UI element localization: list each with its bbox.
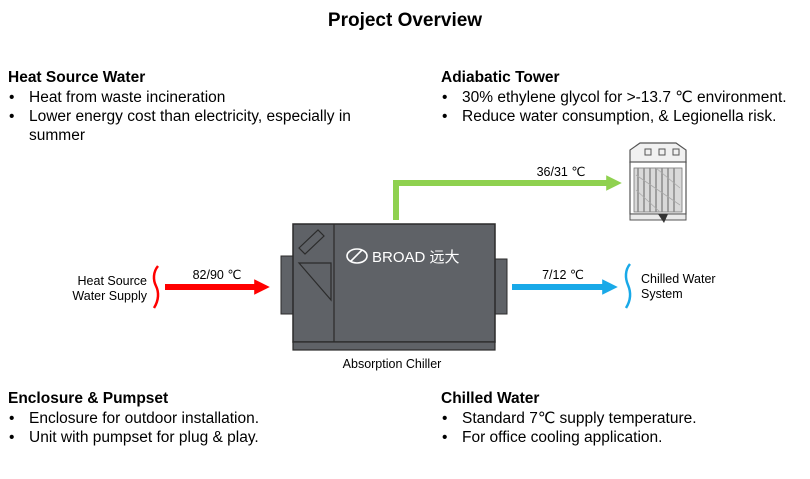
chilled-system-label-line2: System: [641, 287, 683, 301]
bullet-list: Standard 7℃ supply temperature. For offi…: [441, 409, 801, 447]
section-heading: Heat Source Water: [8, 69, 146, 86]
heat-source-bracket-icon: [152, 265, 160, 309]
bullet-item: For office cooling application.: [441, 428, 801, 447]
bullet-item: Lower energy cost than electricity, espe…: [8, 107, 368, 145]
adiabatic-tower-section: Adiabatic Tower 30% ethylene glycol for …: [441, 68, 810, 126]
heat-source-label-line2: Water Supply: [72, 289, 147, 303]
brand-label: BROAD 远大: [372, 249, 460, 266]
page-title: Project Overview: [327, 10, 483, 31]
bullet-list: 30% ethylene glycol for >-13.7 ℃ environ…: [441, 88, 810, 126]
bullet-item: 30% ethylene glycol for >-13.7 ℃ environ…: [441, 88, 810, 107]
chilled-system-bracket-icon: [624, 263, 632, 309]
bullet-item: Unit with pumpset for plug & play.: [8, 428, 368, 447]
section-heading: Chilled Water: [441, 390, 540, 407]
chilled-system-label-line1: Chilled Water: [641, 272, 716, 286]
bullet-item: Enclosure for outdoor installation.: [8, 409, 368, 428]
cooling-water-temp: 36/31 ℃: [537, 165, 586, 179]
section-heading: Adiabatic Tower: [441, 69, 560, 86]
bullet-item: Reduce water consumption, & Legionella r…: [441, 107, 810, 126]
cooling-water-arrow: [393, 175, 622, 220]
bullet-list: Enclosure for outdoor installation. Unit…: [8, 409, 368, 447]
bullet-item: Heat from waste incineration: [8, 88, 368, 107]
bullet-list: Heat from waste incineration Lower energ…: [8, 88, 368, 145]
heat-source-label-line1: Heat Source: [78, 274, 148, 288]
heat-water-temp: 82/90 ℃: [193, 268, 242, 282]
heat-source-water-section: Heat Source Water Heat from waste incine…: [8, 68, 368, 145]
chiller-label: Absorption Chiller: [343, 357, 442, 371]
absorption-chiller-icon: BROAD 远大: [280, 223, 508, 351]
broad-logo-icon: [346, 248, 368, 264]
bullet-item: Standard 7℃ supply temperature.: [441, 409, 801, 428]
chilled-water-section: Chilled Water Standard 7℃ supply tempera…: [441, 389, 801, 447]
chilled-water-temp: 7/12 ℃: [542, 268, 584, 282]
enclosure-pumpset-section: Enclosure & Pumpset Enclosure for outdoo…: [8, 389, 368, 447]
adiabatic-tower-icon: [629, 142, 687, 223]
section-heading: Enclosure & Pumpset: [8, 390, 169, 407]
